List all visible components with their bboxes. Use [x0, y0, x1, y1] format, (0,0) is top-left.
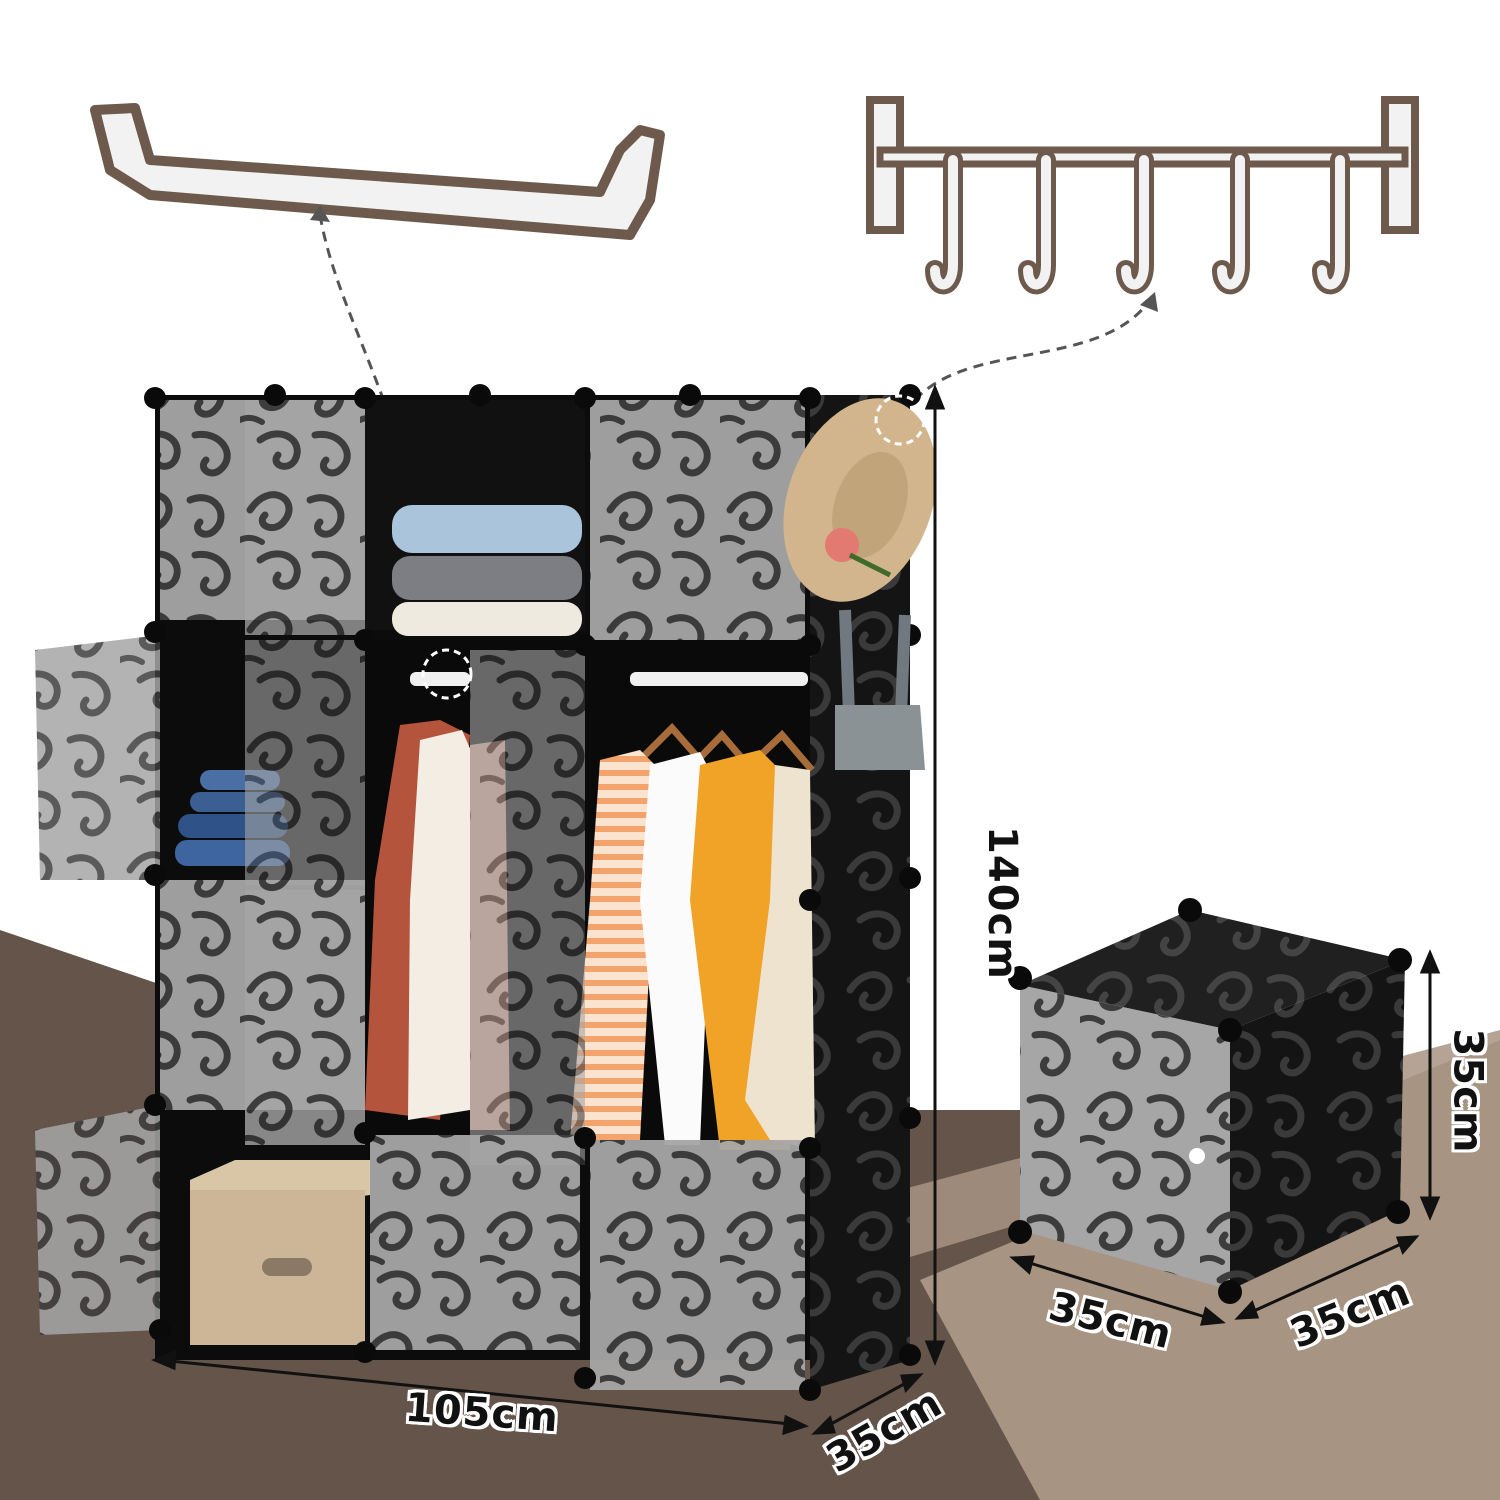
- height-label: 140cm: [978, 826, 1025, 980]
- rod-accessory-icon: [90, 103, 665, 240]
- handbag: [835, 609, 925, 770]
- sun-hat: [783, 398, 937, 602]
- cube-height-label: 35cm: [1444, 1028, 1491, 1154]
- arrow-head-hooks: [1140, 292, 1158, 312]
- storage-box: [190, 1160, 370, 1345]
- single-cube: [1008, 898, 1412, 1304]
- dashed-arrow-hooks: [913, 299, 1152, 402]
- dimension-lines: [151, 383, 946, 1436]
- wardrobe: [35, 384, 937, 1401]
- cube-dimension-lines: [1009, 949, 1441, 1326]
- arrow-head-rod: [310, 205, 330, 222]
- folded-sweaters: [392, 505, 582, 636]
- hook-rack-icon: [866, 96, 1419, 295]
